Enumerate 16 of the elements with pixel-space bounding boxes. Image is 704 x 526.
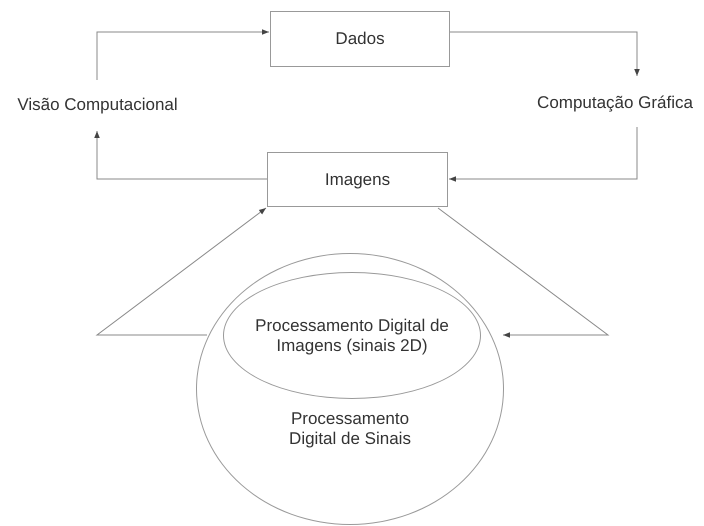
arrow bbox=[96, 29, 270, 80]
arrow bbox=[94, 130, 268, 180]
domain-circle bbox=[196, 253, 504, 525]
process-box bbox=[270, 11, 450, 67]
node-text: Processamento Digital de Imagens (sinais 2D) bbox=[254, 316, 450, 356]
node-text: Processamento Digital de Sinais bbox=[288, 409, 412, 449]
arrow bbox=[438, 208, 610, 338]
node-text: Imagens bbox=[324, 170, 390, 190]
arrow bbox=[448, 126, 638, 182]
node-text: Dados bbox=[335, 29, 385, 49]
node-label: Visão Computacional bbox=[17, 95, 178, 115]
arrow bbox=[96, 208, 266, 336]
node-label: Computação Gráfica bbox=[537, 93, 693, 113]
process-box bbox=[267, 152, 448, 207]
arrow bbox=[450, 32, 640, 76]
domain-ellipse bbox=[223, 272, 481, 399]
